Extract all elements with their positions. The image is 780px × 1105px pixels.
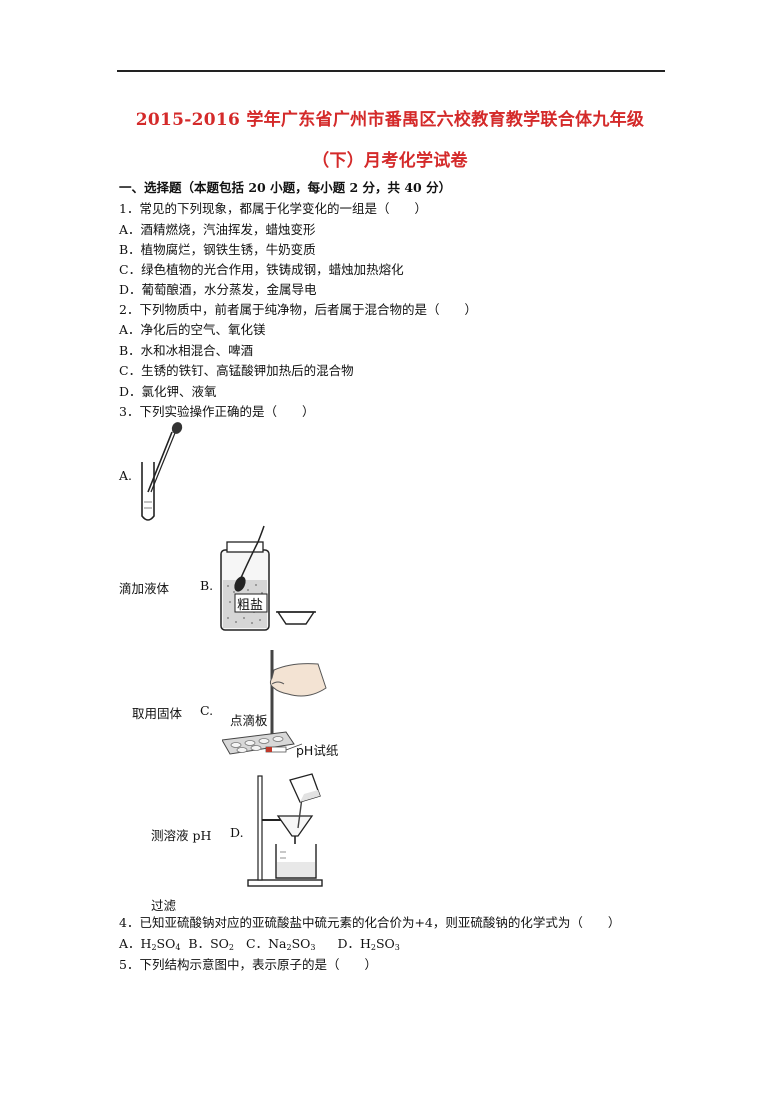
q2-option-a: A．净化后的空气、氧化镁 (119, 322, 266, 337)
q5-stem: 5．下列结构示意图中，表示原子的是（ ） (119, 957, 377, 972)
q2-option-c: C．生锈的铁钉、高锰酸钾加热后的混合物 (119, 363, 354, 378)
q4-option-a: A．H2SO4 (119, 936, 181, 952)
filtration-figure (246, 770, 336, 890)
q3-option-d-caption: 过滤 (151, 898, 177, 913)
q1-option-c: C．绿色植物的光合作用，铁铸成钢，蜡烛加热熔化 (119, 262, 404, 277)
dropper-testtube-figure (128, 420, 188, 525)
q4-option-c: C．Na2SO3 (246, 936, 316, 952)
q3-option-a-caption: 滴加液体 (119, 581, 170, 596)
q1-option-d: D．葡萄酿酒，水分蒸发，金属导电 (119, 282, 317, 297)
q3-option-b-caption: 取用固体 (132, 706, 183, 721)
q3-option-a-letter: A. (119, 468, 133, 483)
jar-label: 粗盐 (237, 598, 264, 613)
section-heading: 一、选择题（本题包括 20 小题，每小题 2 分，共 40 分） (119, 180, 452, 195)
paper-title-line2: （下）月考化学试卷 (312, 151, 468, 171)
q3-option-d-letter: D. (230, 825, 244, 840)
q2-option-d: D．氯化钾、液氧 (119, 384, 217, 399)
q3-option-c-letter: C. (200, 703, 214, 718)
q4-stem: 4．已知亚硫酸钠对应的亚硫酸盐中硫元素的化合价为+4，则亚硫酸钠的化学式为（ ） (119, 915, 621, 930)
ph-test-figure: 点滴板 pH试纸 (222, 648, 342, 762)
q1-option-b: B．植物腐烂，钢铁生锈，牛奶变质 (119, 242, 316, 257)
header-rule (117, 70, 665, 72)
paper-title-line1: 2015-2016 学年广东省广州市番禺区六校教育教学联合体九年级 (135, 110, 645, 130)
q4-options: A．H2SO4 B．SO2 C．Na2SO3 D．H2SO3 (119, 936, 400, 956)
q2-stem: 2．下列物质中，前者属于纯净物，后者属于混合物的是（ ） (119, 302, 477, 317)
q4-option-d: D．H2SO3 (337, 936, 400, 952)
q3-stem: 3．下列实验操作正确的是（ ） (119, 404, 315, 419)
ph-paper-label: pH试纸 (296, 743, 339, 758)
q3-option-b-letter: B. (200, 578, 214, 593)
q3-option-c-caption: 测溶液 pH (151, 828, 212, 843)
q1-option-a: A．酒精燃烧，汽油挥发，蜡烛变形 (119, 222, 316, 237)
q2-option-b: B．水和冰相混合、啤酒 (119, 343, 254, 358)
q1-stem: 1．常见的下列现象，都属于化学变化的一组是（ ） (119, 201, 427, 216)
q4-option-b: B．SO2 (188, 936, 235, 952)
reagent-jar-figure: 粗盐 (218, 522, 328, 634)
spot-plate-label: 点滴板 (230, 713, 268, 728)
